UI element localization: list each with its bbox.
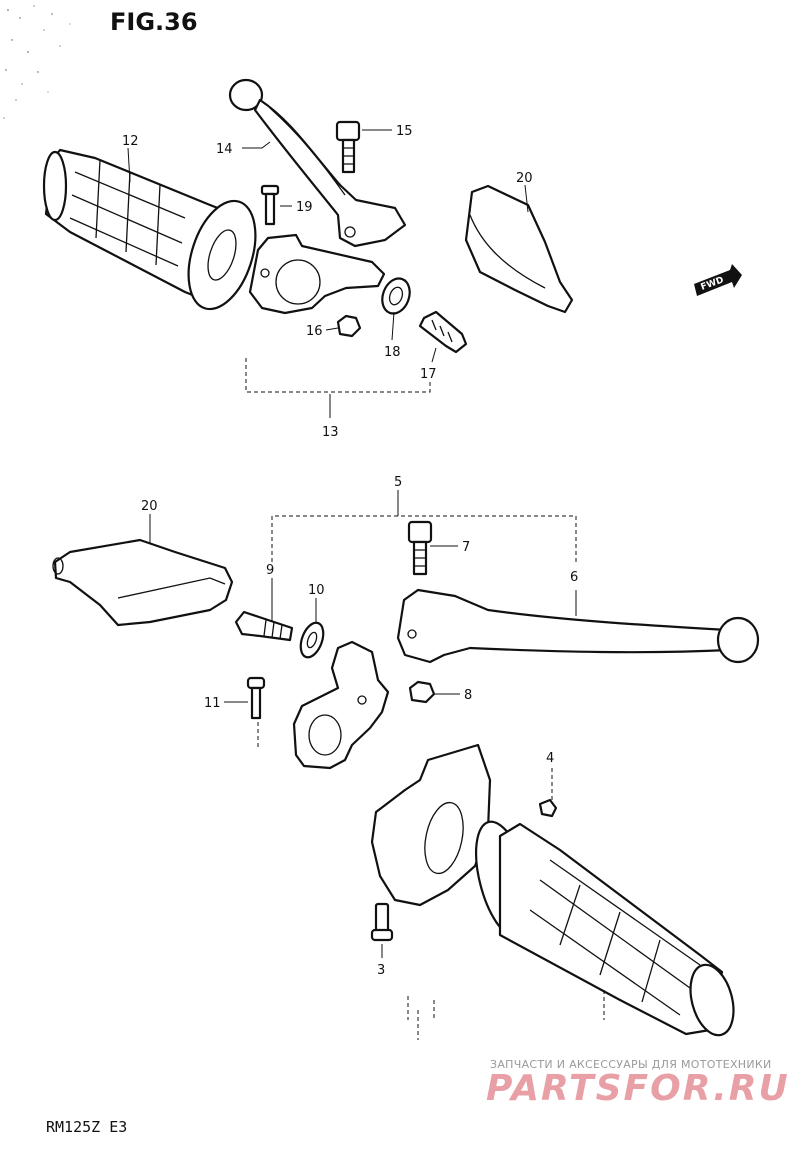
lever-cover-upper: [464, 184, 574, 314]
nut-16: [336, 314, 362, 338]
fwd-direction-badge: FWD: [694, 264, 742, 296]
watermark-tagline: ЗАПЧАСТИ И АКСЕССУАРЫ ДЛЯ МОТОТЕХНИКИ: [490, 1058, 772, 1071]
screw-11: [246, 676, 266, 720]
leader-lines-lower: [149, 490, 605, 1040]
label-11: 11: [204, 696, 221, 711]
watermark-brand: PARTSFOR.RU: [486, 1068, 790, 1109]
label-3: 3: [377, 963, 385, 978]
leader-lines-upper: [127, 129, 529, 418]
scan-speckle: [3, 5, 71, 119]
part-number-labels: 12 14 15 19 20 16 18 17 13 5 20 7 6 9 10…: [122, 124, 578, 978]
fwd-badge-text: FWD: [700, 275, 726, 292]
lever-cover-lower: [52, 538, 234, 627]
label-16: 16: [306, 324, 323, 339]
handlebar-bracket: [370, 743, 492, 907]
screw-3: [370, 902, 394, 942]
bolt-9: [234, 610, 294, 642]
pivot-bolt-7: [407, 520, 433, 576]
label-19: 19: [296, 200, 313, 215]
label-8: 8: [464, 688, 472, 703]
nut-8: [408, 680, 436, 704]
brake-lever: [396, 588, 760, 664]
screw-19: [260, 184, 280, 226]
clutch-lever: [228, 78, 407, 248]
label-7: 7: [462, 540, 470, 555]
brake-holder: [292, 640, 390, 770]
pivot-bolt: [335, 120, 361, 174]
label-18: 18: [384, 345, 401, 360]
grip-left: [42, 148, 257, 311]
lever-holder: [248, 233, 386, 315]
model-code: RM125Z E3: [46, 1118, 128, 1136]
label-14: 14: [216, 142, 233, 157]
adjuster-18: [381, 277, 411, 315]
label-6: 6: [570, 570, 578, 585]
figure-title: FIG.36: [110, 8, 198, 36]
grip-right: [474, 820, 735, 1037]
label-12: 12: [122, 134, 139, 149]
screw-4: [538, 798, 558, 818]
washer-10: [299, 621, 325, 659]
label-13: 13: [322, 425, 339, 440]
label-9: 9: [266, 563, 274, 578]
label-20-upper: 20: [516, 171, 533, 186]
label-15: 15: [396, 124, 413, 139]
bolt-17: [418, 310, 468, 354]
label-4: 4: [546, 751, 554, 766]
label-10: 10: [308, 583, 325, 598]
label-20-lower: 20: [141, 499, 158, 514]
label-17: 17: [420, 367, 437, 382]
label-5: 5: [394, 475, 402, 490]
